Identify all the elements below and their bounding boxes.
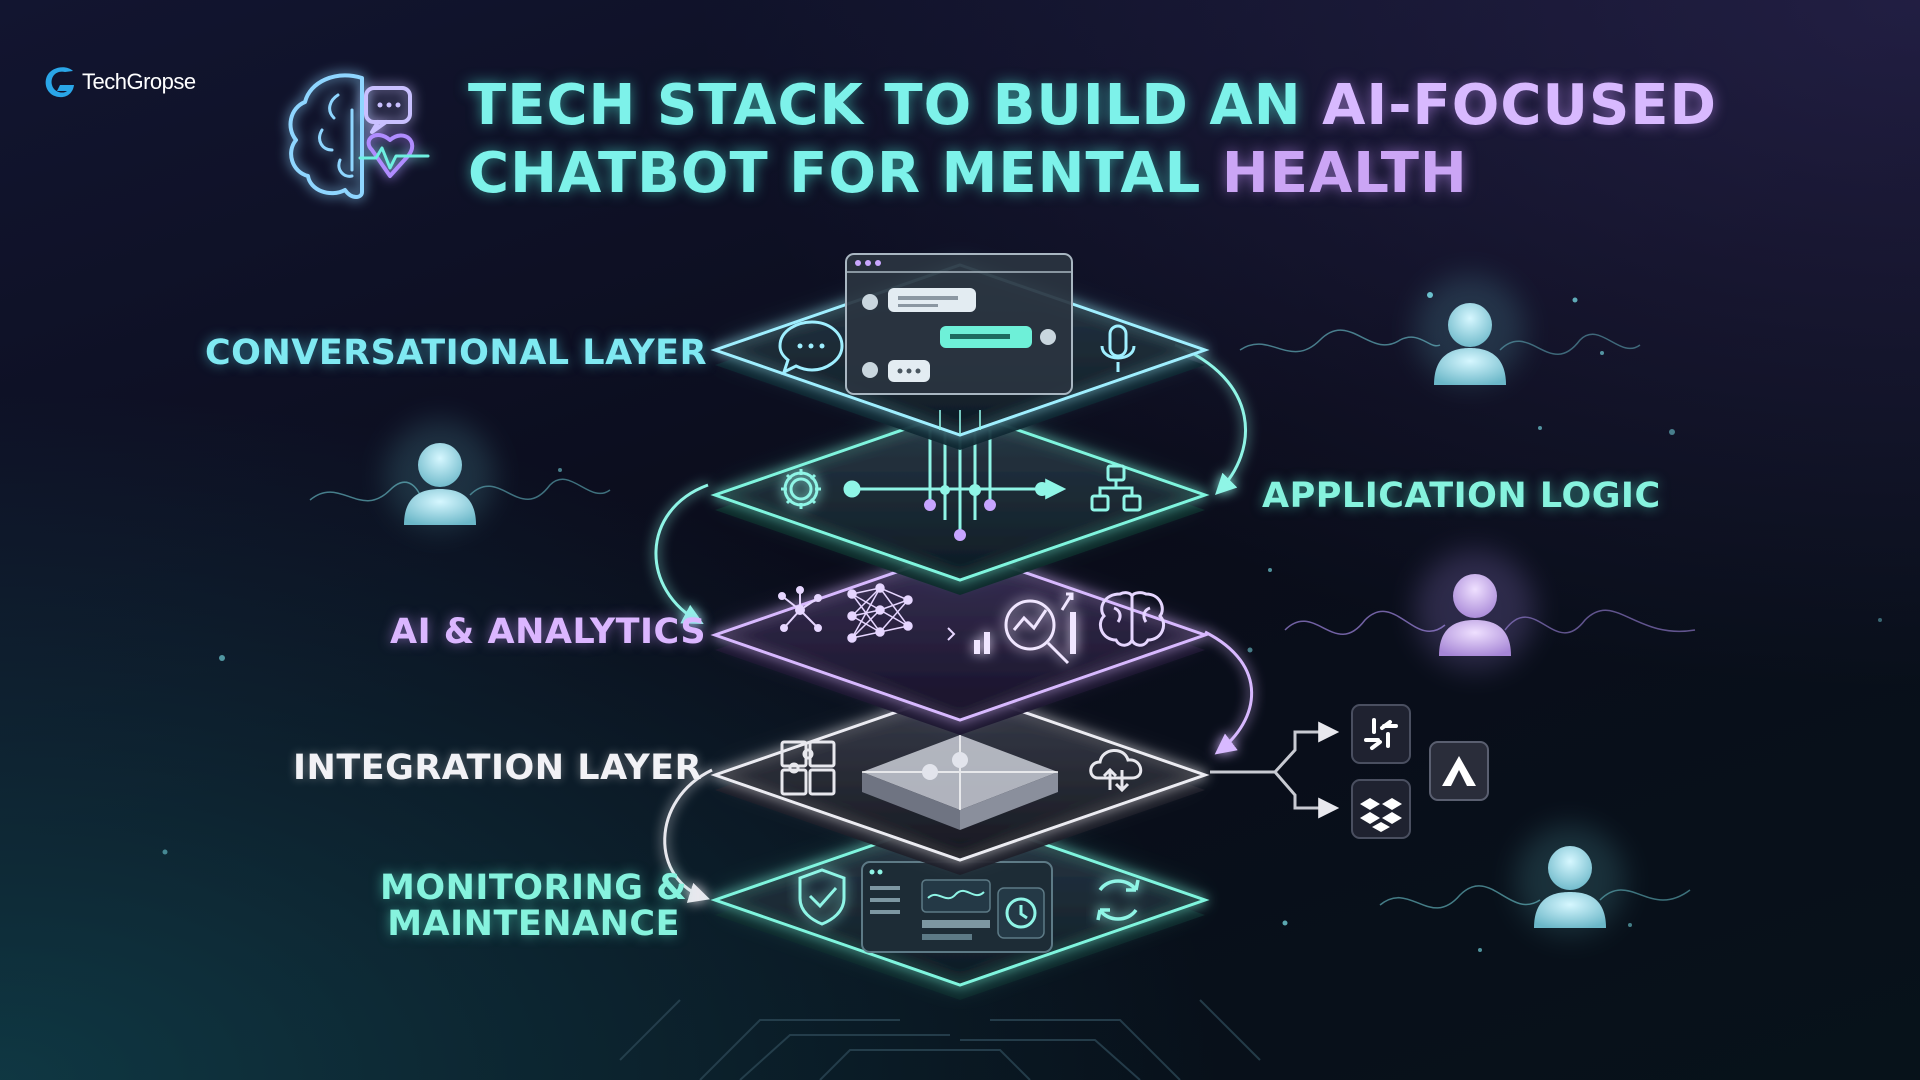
arrow-ai-to-int bbox=[1204, 630, 1254, 755]
background-particles bbox=[162, 292, 1882, 952]
user-avatar-icon bbox=[1379, 825, 1691, 935]
techgropse-logo: TechGropse bbox=[40, 62, 196, 102]
title-line-1-part-1: TECH STACK TO BUILD AN bbox=[468, 73, 1323, 138]
service-connectors bbox=[1210, 721, 1340, 819]
logo-g-icon bbox=[45, 67, 74, 98]
plate-ai-analytics bbox=[710, 548, 1210, 735]
arrow-app-to-ai bbox=[654, 483, 709, 624]
brain-icon bbox=[1099, 591, 1165, 647]
shield-check-icon bbox=[798, 868, 846, 926]
circuit-icon bbox=[843, 430, 1067, 541]
user-avatar-icon bbox=[309, 420, 611, 530]
cloud-sync-icon bbox=[1089, 749, 1143, 793]
neural-network-icon bbox=[847, 583, 913, 643]
user-avatar-icon bbox=[1239, 275, 1641, 385]
brain-chat-heart-icon bbox=[288, 73, 430, 199]
title-line-2-part-2: HEALTH bbox=[1221, 141, 1468, 206]
arrow-conv-to-app bbox=[1174, 343, 1247, 495]
analytics-magnifier-icon bbox=[974, 592, 1076, 665]
flow-arrows bbox=[654, 343, 1254, 903]
chat-window-icon bbox=[845, 253, 1073, 395]
plate-application-logic bbox=[710, 408, 1210, 595]
title-line-2: CHATBOT FOR MENTAL HEALTH bbox=[468, 140, 1717, 208]
circuit-traces bbox=[619, 999, 1261, 1080]
label-monitoring-line-1: MONITORING & bbox=[380, 868, 688, 908]
puzzle-block-icon bbox=[862, 735, 1058, 830]
puzzle-icon bbox=[780, 740, 836, 796]
slack-icon bbox=[1351, 704, 1411, 764]
label-ai-analytics: AI & ANALYTICS bbox=[390, 612, 707, 652]
plate-integration bbox=[710, 688, 1210, 875]
network-graph-icon bbox=[778, 586, 822, 632]
dashboard-icon bbox=[861, 861, 1053, 953]
user-avatar-icon bbox=[1284, 550, 1696, 670]
arrow-int-to-mon bbox=[663, 768, 713, 903]
logo-text: TechGropse bbox=[82, 69, 196, 94]
flowchart-icon bbox=[1090, 464, 1142, 512]
microphone-icon bbox=[1100, 324, 1136, 372]
plate-conversational bbox=[710, 253, 1210, 450]
title-line-1-part-2: AI-FOCUSED bbox=[1322, 73, 1718, 138]
plate-monitoring bbox=[710, 813, 1210, 1000]
page-title: TECH STACK TO BUILD AN AI-FOCUSED CHATBO… bbox=[468, 72, 1717, 208]
label-application-logic: APPLICATION LOGIC bbox=[1262, 476, 1661, 516]
dropbox-icon bbox=[1351, 779, 1411, 839]
atlassian-icon bbox=[1429, 741, 1489, 801]
chat-bubble-icon bbox=[778, 320, 844, 375]
label-monitoring-line-2: MAINTENANCE bbox=[387, 904, 680, 944]
title-line-2-part-1: CHATBOT FOR MENTAL bbox=[468, 141, 1222, 206]
label-conversational-layer: CONVERSATIONAL LAYER bbox=[205, 333, 708, 373]
title-line-1: TECH STACK TO BUILD AN AI-FOCUSED bbox=[468, 72, 1717, 140]
label-monitoring-maintenance: MONITORING & MAINTENANCE bbox=[380, 870, 687, 942]
refresh-icon bbox=[1096, 879, 1140, 921]
gear-icon bbox=[781, 469, 821, 509]
label-integration-layer: INTEGRATION LAYER bbox=[293, 748, 703, 788]
